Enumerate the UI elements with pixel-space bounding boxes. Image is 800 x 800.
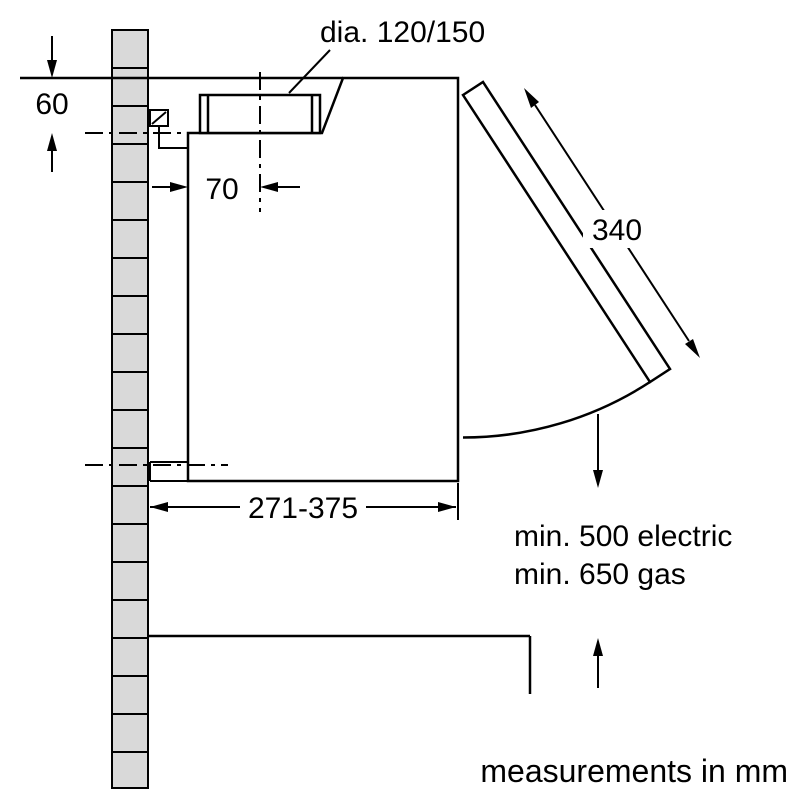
dim-depth bbox=[150, 483, 458, 520]
units-note: measurements in mm bbox=[480, 753, 788, 789]
wall-brick-lines bbox=[112, 68, 148, 752]
dim-60-up-arrow-icon bbox=[47, 133, 57, 151]
dim-70-right-arrow-icon bbox=[170, 182, 188, 192]
dim-60 bbox=[47, 36, 57, 172]
lower-support bbox=[150, 462, 188, 481]
min-electric-label: min. 500 electric bbox=[514, 520, 732, 553]
diameter-leader-line bbox=[289, 50, 330, 93]
dim-depth-left-arrow-icon bbox=[150, 502, 168, 512]
dim-340-label-backing bbox=[583, 210, 651, 248]
bracket-arm bbox=[159, 126, 188, 148]
diameter-label: dia. 120/150 bbox=[320, 16, 485, 49]
min-distance-arrows bbox=[593, 414, 603, 688]
dim-60-label: 60 bbox=[35, 88, 68, 121]
dim-70-label: 70 bbox=[205, 173, 238, 206]
mounting-bracket bbox=[150, 110, 188, 148]
dim-depth-right-arrow-icon bbox=[438, 502, 456, 512]
min-distance-down-arrow-icon bbox=[593, 470, 603, 488]
hob-line bbox=[148, 636, 530, 694]
min-gas-label: min. 650 gas bbox=[514, 558, 686, 591]
dim-depth-label: 271-375 bbox=[248, 492, 358, 525]
screw-slot-icon bbox=[152, 112, 166, 124]
dim-70 bbox=[152, 182, 300, 192]
dim-340-upper-arrow-icon bbox=[524, 88, 539, 108]
dim-60-down-arrow-icon bbox=[47, 60, 57, 78]
hood-body bbox=[188, 78, 458, 481]
dim-340-label: 340 bbox=[592, 214, 642, 247]
dim-70-left-arrow-icon bbox=[260, 182, 278, 192]
visor-flap bbox=[463, 82, 670, 382]
dim-340-lower-arrow-icon bbox=[685, 339, 700, 358]
wall bbox=[112, 30, 148, 788]
min-distance-up-arrow-icon bbox=[593, 638, 603, 656]
centerlines bbox=[85, 72, 260, 465]
visor-swing-arc bbox=[463, 382, 650, 438]
